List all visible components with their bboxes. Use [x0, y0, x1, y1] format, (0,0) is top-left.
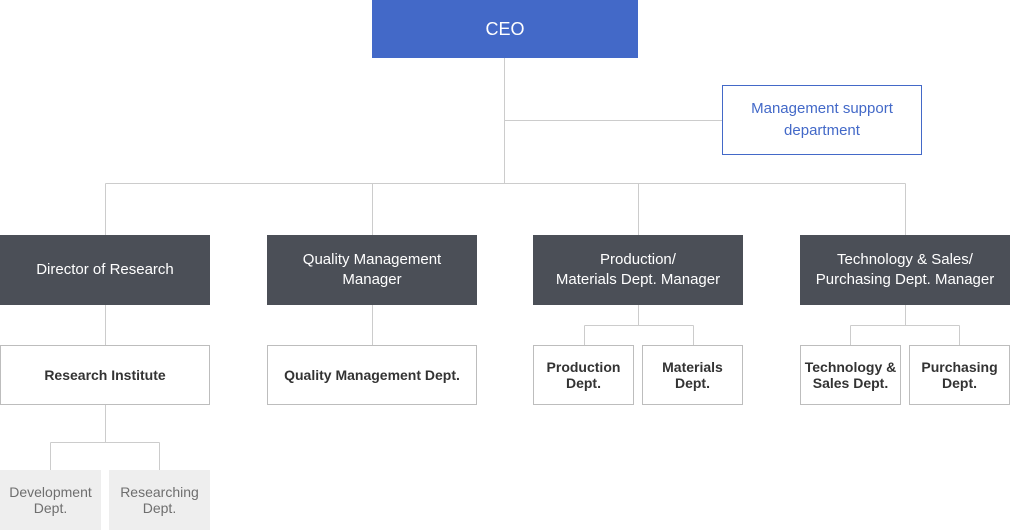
production-split-line [584, 305, 694, 345]
quality-management-manager-box: Quality Management Manager [267, 235, 477, 305]
ceo-box: CEO [372, 0, 638, 58]
institute-split-line [50, 405, 160, 470]
director-of-research-box: Director of Research [0, 235, 210, 305]
technology-split-line [850, 305, 960, 345]
technology-sales-manager-box: Technology & Sales/ Purchasing Dept. Man… [800, 235, 1010, 305]
development-dept-box: Development Dept. [0, 470, 101, 530]
research-institute-box: Research Institute [0, 345, 210, 405]
production-materials-manager-box: Production/ Materials Dept. Manager [533, 235, 743, 305]
purchasing-dept-box: Purchasing Dept. [909, 345, 1010, 405]
materials-dept-box: Materials Dept. [642, 345, 743, 405]
quality-management-dept-box: Quality Management Dept. [267, 345, 477, 405]
production-dept-box: Production Dept. [533, 345, 634, 405]
management-support-box: Management support department [722, 85, 922, 155]
technology-sales-dept-box: Technology & Sales Dept. [800, 345, 901, 405]
researching-dept-box: Researching Dept. [109, 470, 210, 530]
